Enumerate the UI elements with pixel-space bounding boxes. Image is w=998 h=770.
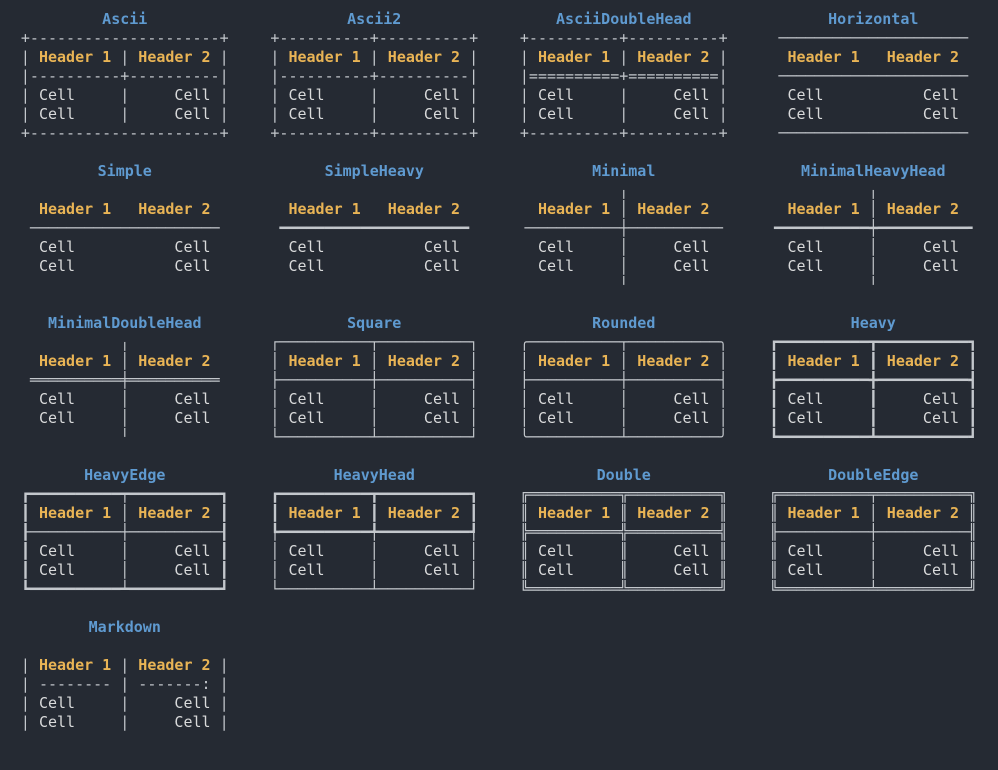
table-title: DoubleEdge	[828, 466, 919, 484]
box-style-heavyedge: HeavyEdge┏━━━━━━━━━━┯━━━━━━━━━━┓ ┃ Heade…	[21, 466, 229, 618]
table-title: SimpleHeavy	[324, 162, 424, 180]
table-ascii-art: ╭──────────┬──────────╮ │ Header 1 │ Hea…	[519, 333, 728, 446]
table-ascii-art: ┏━━━━━━━━━━┳━━━━━━━━━━┓ ┃ Header 1 ┃ Hea…	[769, 333, 978, 446]
table-title: Double	[596, 466, 651, 484]
table-title: Ascii	[102, 10, 148, 28]
box-style-rounded: Rounded╭──────────┬──────────╮ │ Header …	[520, 314, 728, 466]
box-style-heavyhead: HeavyHead┏━━━━━━━━━━┳━━━━━━━━━━┓ ┃ Heade…	[270, 466, 478, 618]
table-ascii-art: +----------+----------+ | Header 1 | Hea…	[519, 29, 728, 142]
box-style-minimal: Minimal ╷ Header 1 │ Header 2 ╶─────────…	[520, 162, 728, 314]
box-style-minimalheavyhead: MinimalHeavyHead ╷ Header 1 │ Header 2 ╺…	[769, 162, 977, 314]
box-style-ascii2: Ascii2+----------+----------+ | Header 1…	[270, 10, 478, 162]
box-style-ascii: Ascii+---------------------+ | Header 1 …	[21, 10, 229, 162]
table-ascii-art: +----------+----------+ | Header 1 | Hea…	[270, 29, 479, 142]
table-ascii-art: | Header 1 | Header 2 | | -------- | ---…	[20, 656, 229, 731]
table-ascii-art: ╔══════════╦══════════╗ ║ Header 1 ║ Hea…	[519, 485, 728, 598]
table-title: MinimalDoubleHead	[47, 314, 202, 332]
table-ascii-art: ╔══════════╤══════════╗ ║ Header 1 │ Hea…	[769, 485, 978, 598]
table-title: Markdown	[88, 618, 161, 636]
table-title: HeavyEdge	[84, 466, 166, 484]
table-title: Horizontal	[828, 10, 919, 28]
box-style-square: Square┌──────────┬──────────┐ │ Header 1…	[270, 314, 478, 466]
table-ascii-art: Header 1 Header 2 ━━━━━━━━━━━━━━━━━━━━━ …	[279, 200, 470, 275]
table-title: Square	[347, 314, 402, 332]
table-ascii-art: ╷ Header 1 │ Header 2 ╺━━━━━━━━━━┿━━━━━━…	[769, 181, 978, 294]
table-ascii-art: ┏━━━━━━━━━━┳━━━━━━━━━━┓ ┃ Header 1 ┃ Hea…	[270, 485, 479, 598]
box-style-horizontal: Horizontal ───────────────────── Header …	[769, 10, 977, 162]
table-ascii-art: ╷ Header 1 │ Header 2 ╶──────────┼──────…	[519, 181, 728, 294]
box-style-doubleedge: DoubleEdge╔══════════╤══════════╗ ║ Head…	[769, 466, 977, 618]
box-style-simple: Simple Header 1 Header 2 ───────────────…	[21, 162, 229, 314]
table-ascii-art: ╷ Header 1 │ Header 2 ══════════╪═══════…	[29, 333, 220, 446]
box-style-simpleheavy: SimpleHeavy Header 1 Header 2 ━━━━━━━━━━…	[270, 162, 478, 314]
table-ascii-art: ┏━━━━━━━━━━┯━━━━━━━━━━┓ ┃ Header 1 │ Hea…	[20, 485, 229, 598]
table-title: AsciiDoubleHead	[556, 10, 692, 28]
table-ascii-art: ┌──────────┬──────────┐ │ Header 1 │ Hea…	[270, 333, 479, 446]
box-style-double: Double╔══════════╦══════════╗ ║ Header 1…	[520, 466, 728, 618]
table-title: Simple	[97, 162, 152, 180]
table-title: Heavy	[850, 314, 896, 332]
table-title: Ascii2	[347, 10, 402, 28]
box-style-markdown: Markdown | Header 1 | Header 2 | | -----…	[21, 618, 229, 770]
box-style-asciidoublehead: AsciiDoubleHead+----------+----------+ |…	[520, 10, 728, 162]
box-style-heavy: Heavy┏━━━━━━━━━━┳━━━━━━━━━━┓ ┃ Header 1 …	[769, 314, 977, 466]
table-ascii-art: ───────────────────── Header 1 Header 2 …	[778, 29, 969, 142]
table-ascii-art: Header 1 Header 2 ───────────────────── …	[29, 200, 220, 275]
table-title: Minimal	[592, 162, 656, 180]
table-title: MinimalHeavyHead	[801, 162, 946, 180]
table-title: HeavyHead	[333, 466, 415, 484]
table-ascii-art: +---------------------+ | Header 1 | Hea…	[20, 29, 229, 142]
table-title: Rounded	[592, 314, 656, 332]
box-style-minimaldoublehead: MinimalDoubleHead ╷ Header 1 │ Header 2 …	[21, 314, 229, 466]
